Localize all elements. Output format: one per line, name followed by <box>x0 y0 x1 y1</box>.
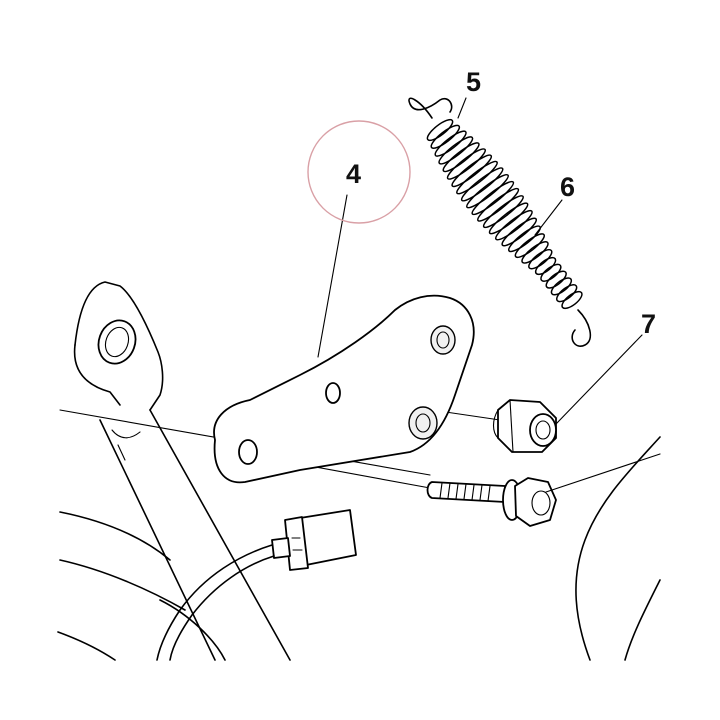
spring-coil <box>540 263 562 282</box>
bracket-plate-part-4 <box>213 294 475 484</box>
tension-spring-part-6 <box>408 97 592 347</box>
spring-coil <box>488 202 529 235</box>
spring-coil <box>521 241 549 264</box>
callout-4-highlight-circle <box>307 120 411 224</box>
spring-coil <box>501 217 538 247</box>
callout-7: 7 <box>641 309 656 339</box>
plate-boss-top <box>430 325 456 355</box>
callout-leaders <box>317 97 661 493</box>
spring-coil <box>442 142 480 173</box>
spring-coil <box>426 118 454 142</box>
spring-coil <box>446 148 487 180</box>
spring-coil <box>471 180 515 216</box>
spring-coil <box>561 290 583 310</box>
spring-coil <box>451 154 493 188</box>
spring-coil <box>556 284 578 303</box>
frame-outline <box>57 281 661 661</box>
electrical-connector <box>156 509 357 661</box>
spring-coil <box>460 167 504 202</box>
plate-boss-bottom <box>408 406 438 440</box>
frame-eye <box>97 319 137 365</box>
spring-hook-bottom <box>571 309 592 347</box>
spring-coil <box>430 124 461 149</box>
callout-6: 6 <box>560 172 575 202</box>
spring-hook-top-part-5 <box>408 97 453 119</box>
spring-coil <box>477 187 520 222</box>
plate-hole-lower <box>238 439 258 465</box>
callout-5: 5 <box>466 67 481 97</box>
callout-4: 4 <box>346 159 361 189</box>
flange-nut-part-7 <box>492 399 557 453</box>
flange-bolt <box>426 477 557 527</box>
spring-coil <box>550 277 573 296</box>
spring-coil <box>456 160 498 195</box>
spring-coil <box>466 173 509 209</box>
spring-coil <box>514 233 545 259</box>
spring-coil <box>434 130 467 157</box>
spring-coil <box>438 136 474 165</box>
plate-hole-upper <box>325 382 341 404</box>
spring-coil <box>482 195 524 229</box>
spring-coil <box>545 270 567 289</box>
spring-coil <box>534 256 557 276</box>
spring-coil <box>494 209 533 241</box>
spring-coil <box>508 225 541 253</box>
spring-coil <box>528 248 553 270</box>
